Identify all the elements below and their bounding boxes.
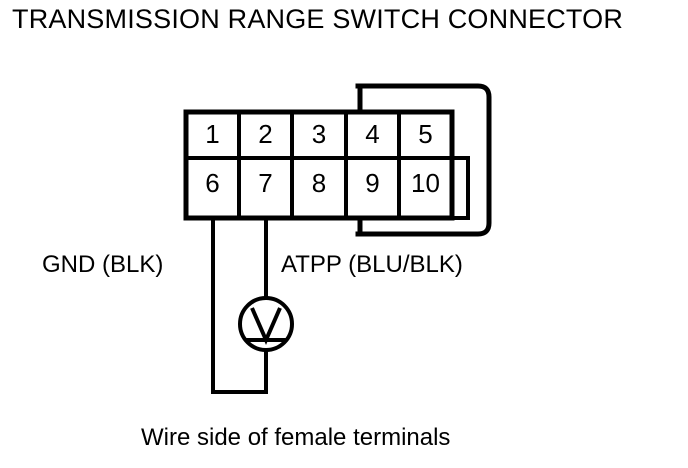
pin-block-border (183, 109, 455, 221)
pin-5: 5 (418, 119, 433, 149)
pin-9: 9 (365, 168, 380, 198)
pin-8: 8 (311, 168, 327, 198)
wire-label-atpp: ATPP (BLU/BLK) (281, 251, 463, 278)
wire-label-gnd: GND (BLK) (42, 251, 164, 278)
pin-2: 2 (258, 119, 273, 149)
pin-6: 6 (205, 168, 220, 198)
voltmeter-v-glyph (250, 307, 282, 345)
page-title: TRANSMISSION RANGE SWITCH CONNECTOR (12, 4, 624, 34)
pin-4: 4 (365, 119, 380, 149)
pin-1: 1 (205, 119, 220, 149)
pin-3: 3 (311, 119, 327, 149)
diagram-caption: Wire side of female terminals (141, 424, 451, 451)
pin-7: 7 (258, 168, 273, 198)
voltmeter-circle (238, 296, 294, 352)
pin-10: 10 (411, 168, 440, 198)
connector-shell-outline (355, 83, 492, 237)
